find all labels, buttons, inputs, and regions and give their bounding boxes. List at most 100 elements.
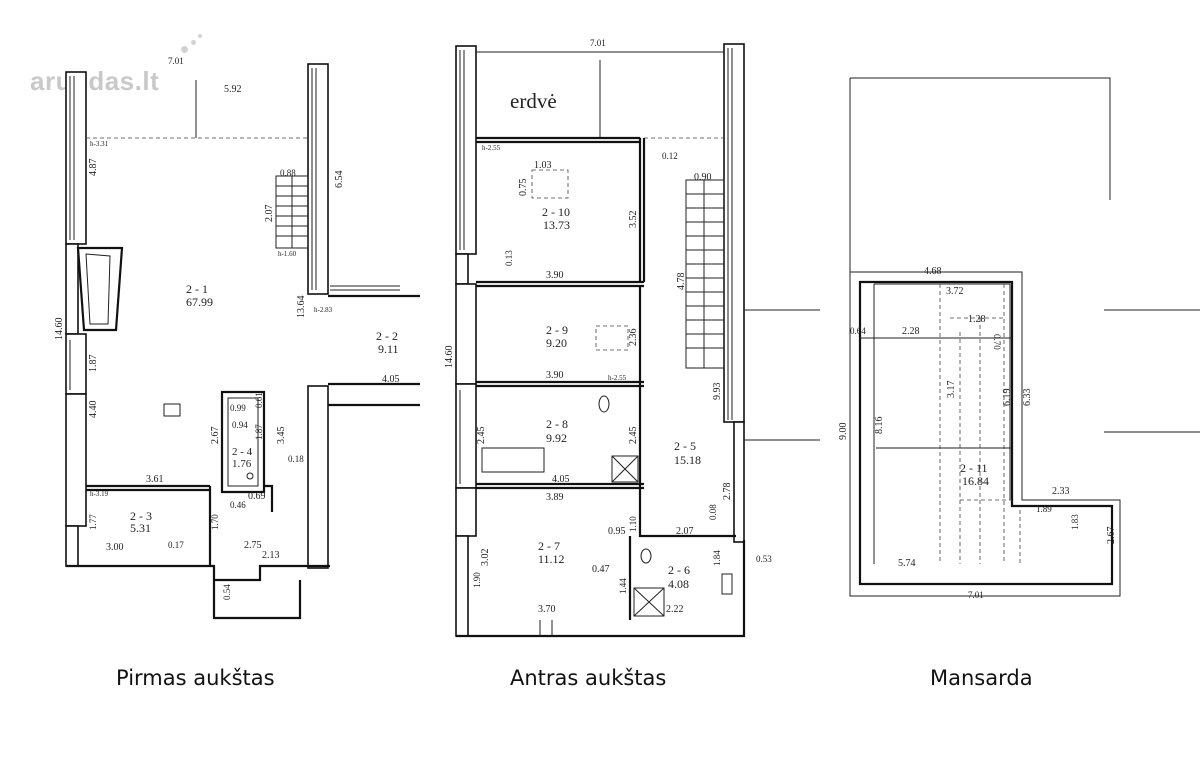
dimension: 14.60 bbox=[444, 346, 455, 369]
bathtub bbox=[481, 447, 545, 473]
dimension: 0.70 bbox=[992, 334, 1002, 350]
wall bbox=[723, 43, 745, 423]
dimension: 1.44 bbox=[618, 578, 628, 594]
dimension: 7.01 bbox=[590, 38, 606, 48]
dimension: 2.45 bbox=[628, 427, 639, 445]
wall bbox=[65, 333, 87, 395]
dimension: 0.61 bbox=[254, 392, 264, 408]
staircase bbox=[685, 179, 725, 369]
shower bbox=[633, 587, 665, 617]
table-symbol bbox=[531, 169, 569, 199]
dimension: 6.54 bbox=[334, 171, 345, 189]
watermark-dot bbox=[191, 40, 196, 45]
room-number: 2 - 2 bbox=[376, 329, 398, 343]
dimension: 2.33 bbox=[1052, 486, 1070, 497]
second-floor-caption: Antras aukštas bbox=[510, 666, 667, 690]
dimension: 2.78 bbox=[722, 483, 733, 501]
room-area: 9.11 bbox=[378, 342, 399, 356]
toilet-symbol bbox=[246, 472, 254, 480]
wall bbox=[307, 385, 329, 569]
ceiling-line bbox=[960, 499, 1021, 564]
room-number: 2 - 3 bbox=[130, 509, 152, 523]
attic-outline bbox=[849, 271, 1121, 597]
room-number: 2 - 10 bbox=[542, 205, 570, 219]
dimension: 3.70 bbox=[538, 604, 556, 615]
wall bbox=[476, 136, 640, 144]
dimension: 3.00 bbox=[106, 542, 124, 553]
wall bbox=[638, 488, 736, 538]
window bbox=[727, 48, 733, 420]
room-number: 2 - 9 bbox=[546, 323, 568, 337]
room-number: 2 - 5 bbox=[674, 439, 696, 453]
wall bbox=[476, 482, 644, 490]
dimension: 2.36 bbox=[628, 329, 639, 347]
attic-plan: 2 - 11 16.84 4.68 3.72 1.28 0.64 2.28 0.… bbox=[838, 77, 1200, 600]
toilet-symbol bbox=[598, 395, 610, 413]
dimension: 3.52 bbox=[628, 211, 639, 229]
dimension: 4.68 bbox=[924, 266, 942, 277]
room-number: 2 - 7 bbox=[538, 539, 560, 553]
room-area: 9.20 bbox=[546, 336, 567, 350]
dimension: 9.93 bbox=[712, 383, 723, 401]
room-area: 15.18 bbox=[674, 453, 701, 467]
room-area: 4.08 bbox=[668, 577, 689, 591]
attic-caption: Mansarda bbox=[930, 666, 1033, 690]
wall bbox=[328, 382, 420, 407]
dimension: 3.90 bbox=[546, 370, 564, 381]
dimension: 6.19 bbox=[1002, 389, 1013, 407]
watermark-dot bbox=[181, 46, 188, 53]
dimension: 8.16 bbox=[874, 417, 885, 435]
wall bbox=[220, 390, 266, 494]
dimension: 0.90 bbox=[694, 172, 712, 183]
dimension: 2.28 bbox=[902, 326, 920, 337]
dimension: 1.87 bbox=[254, 424, 264, 440]
dimension: 4.78 bbox=[676, 273, 687, 291]
dimension: 2.13 bbox=[262, 550, 280, 561]
dimension: 5.92 bbox=[224, 84, 242, 95]
room-number: 2 - 4 bbox=[232, 446, 253, 458]
dimension: 0.94 bbox=[232, 420, 248, 430]
dimension: 3.61 bbox=[146, 474, 164, 485]
void-label: erdvė bbox=[510, 89, 557, 113]
wall bbox=[455, 383, 477, 489]
watermark-logo: aruodas.lt bbox=[30, 66, 160, 96]
dimension: 1.90 bbox=[472, 572, 482, 588]
room-number: 2 - 8 bbox=[546, 417, 568, 431]
dimension: 0.64 bbox=[850, 326, 866, 336]
wall bbox=[455, 487, 477, 537]
attic-wall bbox=[858, 280, 1114, 586]
dimension: 0.99 bbox=[230, 403, 246, 413]
room-area: 67.99 bbox=[186, 295, 213, 309]
dimension: 7.01 bbox=[168, 56, 184, 66]
room-area: 11.12 bbox=[538, 552, 565, 566]
roof-outline bbox=[849, 77, 1200, 433]
wall bbox=[66, 564, 330, 582]
dimension: 3.45 bbox=[276, 427, 287, 445]
dimension: 3.89 bbox=[546, 492, 564, 503]
dimension: 4.05 bbox=[552, 474, 570, 485]
window bbox=[69, 76, 75, 240]
wall bbox=[455, 45, 477, 255]
dimension: 14.60 bbox=[54, 318, 65, 341]
dimension: 1.84 bbox=[712, 550, 722, 566]
dimension: 13.64 bbox=[296, 296, 307, 319]
dimension: 1.03 bbox=[534, 160, 552, 171]
floor-plans-drawing: 2 - 1 67.99 2 - 2 9.11 2 - 3 5.31 2 - 4 … bbox=[54, 38, 1200, 638]
connector-line bbox=[744, 309, 820, 441]
dimension: 2.45 bbox=[476, 427, 487, 445]
room-area: 1.76 bbox=[232, 458, 252, 470]
height-mark: h-3.19 bbox=[90, 490, 109, 498]
first-floor-plan: 2 - 1 67.99 2 - 2 9.11 2 - 3 5.31 2 - 4 … bbox=[54, 56, 420, 620]
dimension: 0.17 bbox=[168, 540, 184, 550]
attic-inner bbox=[873, 283, 1011, 564]
staircase bbox=[275, 175, 309, 249]
dimension: 0.13 bbox=[504, 250, 514, 266]
dimension: 0.88 bbox=[280, 168, 296, 178]
room-number: 2 - 6 bbox=[668, 563, 690, 577]
wall bbox=[456, 540, 746, 638]
dimension: 0.69 bbox=[248, 491, 266, 502]
dimension: 0.95 bbox=[608, 526, 626, 537]
height-mark: h-2.83 bbox=[314, 306, 333, 314]
wall bbox=[455, 253, 469, 285]
